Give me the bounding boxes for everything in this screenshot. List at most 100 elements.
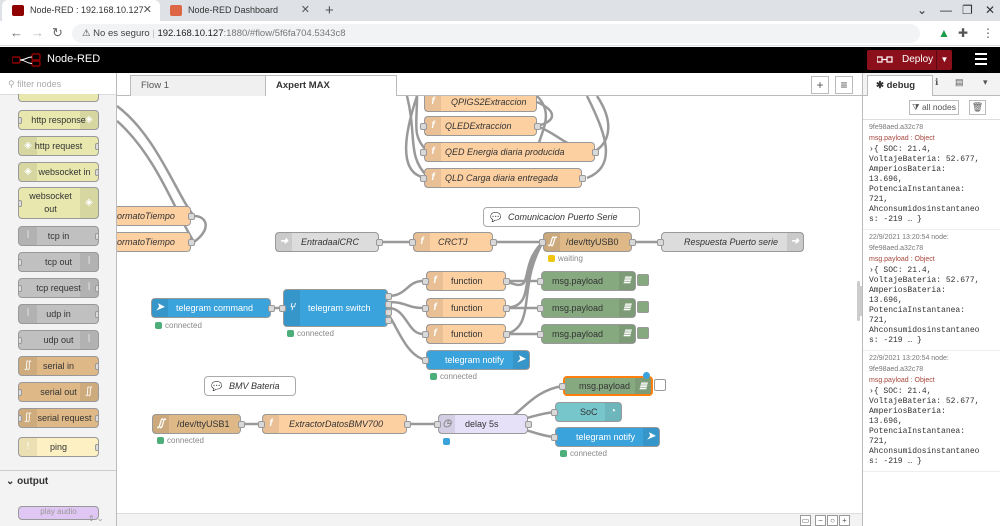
input-port[interactable] xyxy=(19,259,22,266)
output-port[interactable] xyxy=(95,169,98,176)
flow-node-telegram-notify-2[interactable]: telegram notify ➤ xyxy=(551,427,660,447)
flow-node-debug-1[interactable]: msg.payload ≣ xyxy=(537,271,636,291)
output-port[interactable] xyxy=(385,293,392,300)
palette-node-websocket-in[interactable]: ◈ websocket in xyxy=(18,162,99,182)
input-port[interactable] xyxy=(551,409,558,416)
output-port[interactable] xyxy=(238,421,245,428)
flow-node-qld[interactable]: f QLD Carga diaria entregada xyxy=(420,168,586,188)
help-book-icon[interactable]: ▤ xyxy=(955,77,964,87)
flow-node-debug-4[interactable]: msg.payload ≣ xyxy=(559,376,653,396)
output-port[interactable] xyxy=(385,317,392,324)
debug-toggle-button[interactable] xyxy=(637,327,649,339)
input-port[interactable] xyxy=(19,389,22,396)
palette-node-tcp-in[interactable]: ⦚ tcp in xyxy=(18,226,99,246)
minimize-icon[interactable]: — xyxy=(940,3,952,17)
output-port[interactable] xyxy=(95,415,98,422)
input-port[interactable] xyxy=(420,149,427,156)
flow-node-formato-tiempo-1[interactable]: ormatoTiempo xyxy=(117,206,195,226)
output-port[interactable] xyxy=(503,331,510,338)
flow-comment-serie[interactable]: 💬 Comunicacion Puerto Serie xyxy=(483,207,640,227)
palette-node-http-request[interactable]: ◈ http request xyxy=(18,136,99,156)
debug-toggle-button[interactable] xyxy=(654,379,666,391)
browser-menu-icon[interactable]: ⋮ xyxy=(982,26,994,40)
zoom-in-icon[interactable]: + xyxy=(839,515,850,526)
palette-node-play-audio[interactable]: play audio xyxy=(18,506,99,520)
output-port[interactable] xyxy=(503,278,510,285)
palette-node-tcp-out[interactable]: tcp out ⦚ xyxy=(18,252,99,272)
output-port[interactable] xyxy=(579,175,586,182)
tab-debug[interactable]: ✱ debug xyxy=(867,75,933,96)
flow-node-telegram-switch[interactable]: ⑂ telegram switch xyxy=(279,289,392,327)
canvas-scrollbar[interactable] xyxy=(857,281,860,321)
palette-node-http-response[interactable]: http response ◈ xyxy=(18,110,99,130)
flow-node-qpigs[interactable]: f QPIGS2Extraccion xyxy=(424,96,537,112)
palette-node-tcp-request[interactable]: tcp request ⦚ xyxy=(18,278,99,298)
palette-node-ping[interactable]: ! ping xyxy=(18,437,99,457)
message-object[interactable]: ›{ SOC: 21.4, VoltajeBateria: 52.677, Am… xyxy=(869,266,1000,346)
input-port[interactable] xyxy=(409,239,416,246)
input-port[interactable] xyxy=(19,117,22,124)
new-tab-icon[interactable]: + xyxy=(325,2,334,19)
forward-icon[interactable]: → xyxy=(31,25,44,40)
close-tab-icon[interactable]: ✕ xyxy=(300,4,310,16)
flow-node-qed[interactable]: f QED Energia diaria producida xyxy=(420,142,599,162)
tab-axpert-max[interactable]: Axpert MAX xyxy=(265,75,397,97)
tab-flow-1[interactable]: Flow 1 xyxy=(130,75,266,96)
close-tab-icon[interactable]: ✕ xyxy=(142,4,152,16)
flow-node-function-3[interactable]: f function xyxy=(422,324,510,344)
output-port[interactable] xyxy=(404,421,411,428)
output-port[interactable] xyxy=(188,213,195,220)
output-port[interactable] xyxy=(188,239,195,246)
back-icon[interactable]: ← xyxy=(10,25,23,40)
output-port[interactable] xyxy=(95,285,98,292)
palette-node-udp-out[interactable]: udp out ⦚ xyxy=(18,330,99,350)
output-port[interactable] xyxy=(95,233,98,240)
message-object[interactable]: ›{ SOC: 21.4, VoltajeBateria: 52.677, Am… xyxy=(869,387,1000,467)
clear-debug-icon[interactable]: 🗑 xyxy=(969,100,986,115)
flow-node-entrada-crc[interactable]: ➜ EntradaalCRC xyxy=(275,232,383,252)
input-port[interactable] xyxy=(537,305,544,312)
main-menu-icon[interactable] xyxy=(975,53,987,66)
drive-extension-icon[interactable]: ▲ xyxy=(938,26,950,40)
input-port[interactable] xyxy=(422,331,429,338)
not-secure-icon[interactable]: ⚠ xyxy=(82,28,91,39)
palette-node-serial-in[interactable]: ∬ serial in xyxy=(18,356,99,376)
close-window-icon[interactable]: ✕ xyxy=(985,3,996,17)
output-port[interactable] xyxy=(385,301,392,308)
flow-node-debug-3[interactable]: msg.payload ≣ xyxy=(537,324,636,344)
flow-node-telegram-command[interactable]: ➤ telegram command xyxy=(151,298,275,318)
palette-node-udp-in[interactable]: ⦚ udp in xyxy=(18,304,99,324)
info-icon[interactable]: ℹ xyxy=(935,77,939,87)
input-port[interactable] xyxy=(19,285,22,292)
flow-canvas[interactable]: f QPIGS2Extraccion f QLEDExtraccion f QE… xyxy=(117,96,862,513)
deploy-button[interactable]: Deploy ▼ xyxy=(867,50,952,70)
flow-node-extractor[interactable]: f ExtractorDatosBMV700 xyxy=(258,414,411,434)
reload-icon[interactable]: ↻ xyxy=(52,25,63,40)
deploy-menu-caret-icon[interactable]: ▼ xyxy=(936,50,952,70)
flow-node-delay[interactable]: ◷ delay 5s xyxy=(434,414,532,434)
maximize-icon[interactable]: ❐ xyxy=(962,3,973,17)
palette-node-serial-out[interactable]: serial out ∬ xyxy=(18,382,99,402)
input-port[interactable] xyxy=(537,331,544,338)
input-port[interactable] xyxy=(19,415,22,422)
flow-list-icon[interactable]: ≡ xyxy=(835,76,853,94)
palette-category-output[interactable]: ⌄ output xyxy=(0,470,116,492)
input-port[interactable] xyxy=(551,434,558,441)
input-port[interactable] xyxy=(537,278,544,285)
palette-filter-input[interactable]: ⚲ filter nodes xyxy=(0,73,116,95)
palette-collapse-icon[interactable]: ⇕ ⌄ xyxy=(88,514,104,523)
input-port[interactable] xyxy=(657,239,664,246)
input-port[interactable] xyxy=(434,421,441,428)
debug-toggle-button[interactable] xyxy=(637,274,649,286)
flow-comment-bmv[interactable]: 💬 BMV Bateria xyxy=(204,376,296,396)
input-port[interactable] xyxy=(422,305,429,312)
input-port[interactable] xyxy=(279,305,286,312)
browser-tab-node-red[interactable]: Node-RED : 192.168.10.127 ✕ xyxy=(2,0,160,21)
output-port[interactable] xyxy=(268,305,275,312)
flow-node-usb0[interactable]: ∬ /dev/ttyUSB0 xyxy=(539,232,636,252)
flow-node-respuesta[interactable]: Respuesta Puerto serie ➜ xyxy=(657,232,804,252)
flow-node-telegram-notify-1[interactable]: telegram notify ➤ xyxy=(422,350,530,370)
output-port[interactable] xyxy=(95,444,98,451)
zoom-out-icon[interactable]: − xyxy=(815,515,826,526)
output-port[interactable] xyxy=(592,149,599,156)
